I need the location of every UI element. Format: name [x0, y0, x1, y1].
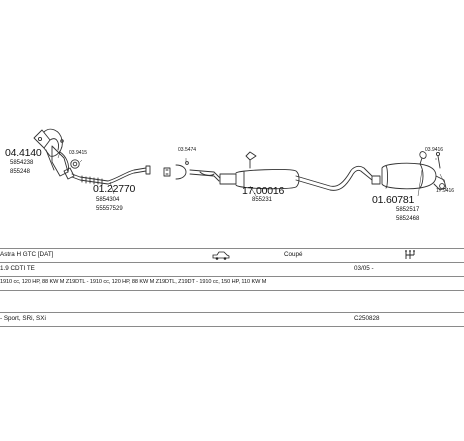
part-code-label: 04.4140 [5, 147, 42, 159]
part-code-label: 03.5474 [178, 147, 197, 153]
table-rule [0, 312, 464, 313]
part-code-label: 01.60781 [372, 194, 415, 206]
gearbox-icon [405, 250, 415, 259]
engine-spec: 1910 cc, 120 HP, 88 KW M Z19DTL - 1910 c… [0, 279, 267, 285]
part-ref-label: 855248 [10, 169, 31, 175]
part-code-label: 03.9415 [69, 150, 88, 156]
catalog-code: C250828 [354, 315, 380, 322]
hanger-bracket [245, 151, 257, 169]
car-icon [212, 251, 230, 260]
exhaust-diagram: 04.4140 5854238 855248 03.9415 01.22770 … [5, 128, 455, 222]
part-ref-label: 5852517 [396, 207, 420, 213]
part-code-label: 17.9416 [436, 188, 455, 194]
rubber-hanger [419, 151, 441, 169]
trim-levels: - Sport, SRi, SXi [0, 315, 46, 322]
part-ref-label: 855231 [252, 197, 273, 203]
front-pipe [63, 165, 151, 186]
part-ref-label: 5852468 [396, 216, 420, 222]
centre-silencer [189, 165, 373, 191]
catalytic-converter [33, 128, 69, 177]
part-code-label: 03.9416 [425, 147, 444, 153]
pipe-clamp [163, 161, 189, 180]
production-date: 03/05 - [354, 265, 374, 272]
part-ref-label: 5854238 [10, 160, 34, 166]
table-rule [0, 262, 464, 263]
part-ref-label: 55557529 [96, 206, 123, 212]
part-code-label: 01.22770 [93, 183, 136, 195]
table-rule [0, 326, 464, 327]
model-name: Astra H GTC [DAT] [0, 251, 54, 258]
body-style: Coupé [284, 251, 303, 258]
table-rule [0, 290, 464, 291]
table-rule [0, 276, 464, 277]
part-ref-label: 5854304 [96, 197, 120, 203]
exhaust-drawing [33, 128, 447, 197]
engine-name: 1.9 CDTI TE [0, 265, 35, 272]
table-rule [0, 248, 464, 249]
rear-silencer [371, 162, 447, 191]
gasket-ring [70, 159, 80, 169]
leader-lines [57, 145, 445, 197]
part-code-label: 17.00016 [242, 185, 285, 197]
